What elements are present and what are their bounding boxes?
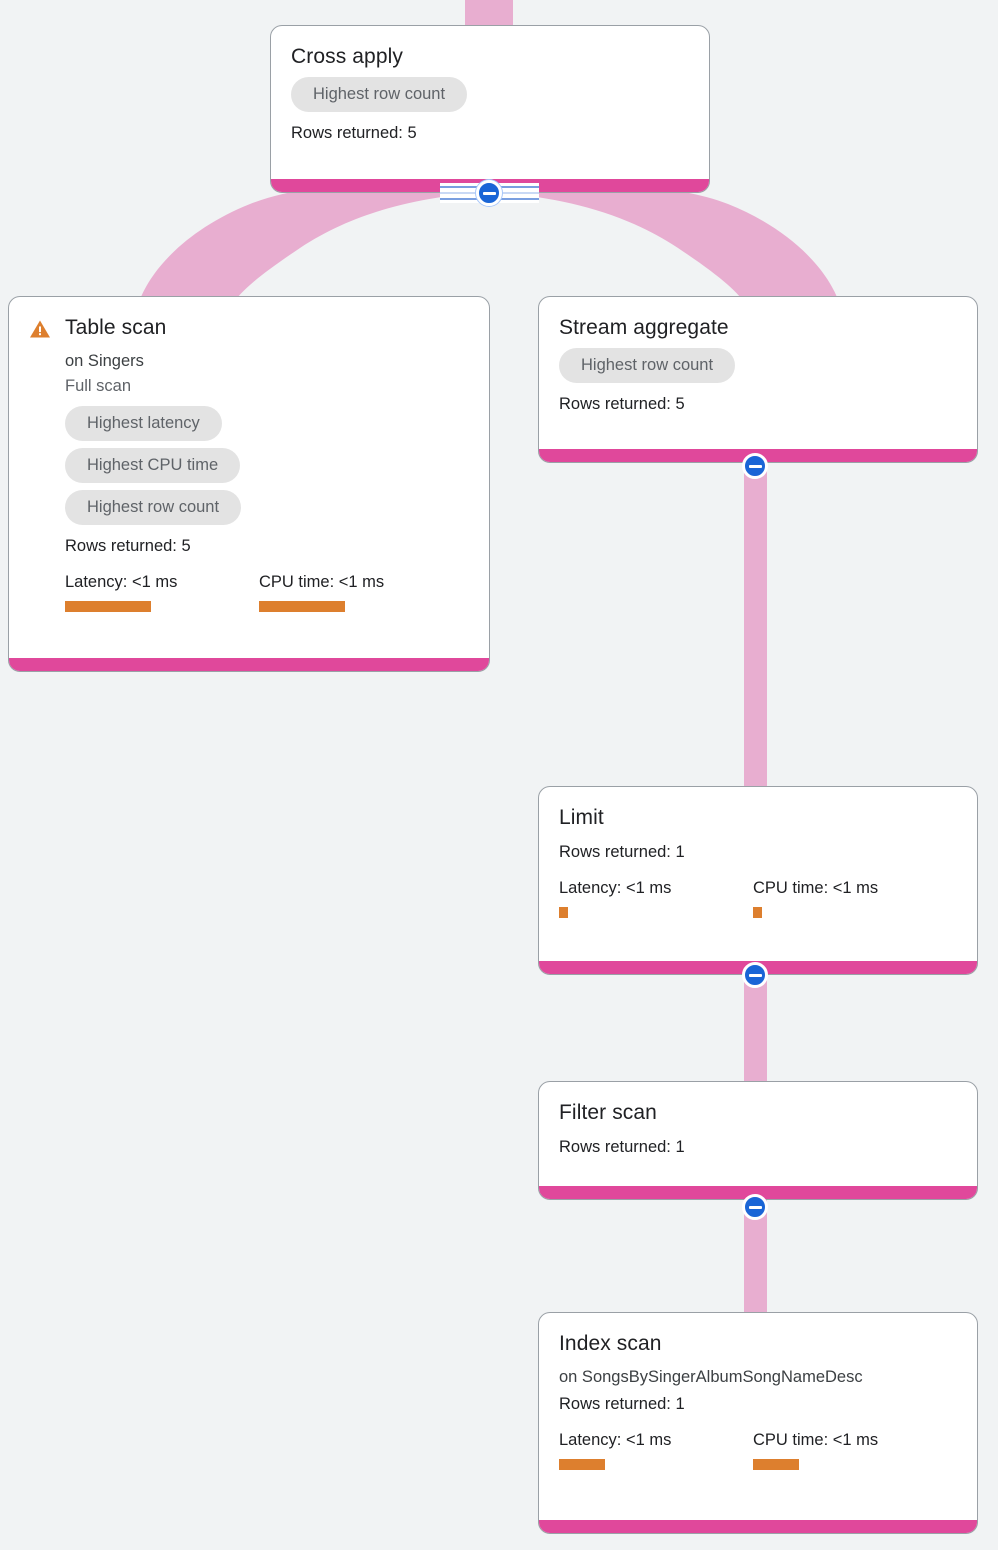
node-subtitle: on Singers <box>65 352 144 370</box>
rows-returned: Rows returned: 5 <box>291 124 417 142</box>
metric-latency-bar <box>559 1459 605 1470</box>
edge-limit-to-filterscan <box>744 968 767 1081</box>
node-header: Table scan <box>29 315 469 341</box>
metric-latency: Latency: <1 ms <box>559 878 753 918</box>
node-chips: Highest latency Highest CPU time Highest… <box>65 406 469 525</box>
node-title: Limit <box>559 806 604 829</box>
collapse-toggle-limit[interactable] <box>742 962 768 988</box>
node-accent-bar <box>539 1520 977 1533</box>
node-metrics: Latency: <1 ms CPU time: <1 ms <box>65 572 469 612</box>
rows-returned: Rows returned: 5 <box>65 537 191 555</box>
node-body: Stream aggregate Highest row count Rows … <box>539 297 977 449</box>
metric-latency: Latency: <1 ms <box>65 572 259 612</box>
collapse-toggle-stream-aggregate[interactable] <box>742 453 768 479</box>
badge-highest-row-count: Highest row count <box>559 348 736 383</box>
edge-filterscan-to-indexscan <box>744 1200 767 1312</box>
metric-cpu-time-bar <box>259 601 345 612</box>
node-body: Limit Rows returned: 1 Latency: <1 ms CP… <box>539 787 977 961</box>
node-header: Filter scan <box>559 1100 957 1126</box>
metric-latency-bar <box>65 601 151 612</box>
node-header: Limit <box>559 805 957 831</box>
node-title: Cross apply <box>291 45 403 68</box>
node-accent-bar <box>539 1186 977 1199</box>
node-index-scan[interactable]: Index scan on SongsBySingerAlbumSongName… <box>538 1312 978 1534</box>
metric-latency-bar <box>559 907 568 918</box>
collapse-toggle-cross-apply[interactable] <box>476 180 502 206</box>
node-header: Stream aggregate <box>559 315 957 341</box>
node-limit[interactable]: Limit Rows returned: 1 Latency: <1 ms CP… <box>538 786 978 975</box>
badge-highest-row-count: Highest row count <box>291 77 468 112</box>
minus-circle-icon <box>748 1205 762 1209</box>
metric-cpu-time-label: CPU time: <1 ms <box>259 573 385 591</box>
edge-root-in <box>465 0 513 26</box>
rows-returned: Rows returned: 1 <box>559 1138 685 1156</box>
node-accent-bar <box>9 658 489 671</box>
node-cross-apply[interactable]: Cross apply Highest row count Rows retur… <box>270 25 710 193</box>
node-body: Index scan on SongsBySingerAlbumSongName… <box>539 1313 977 1520</box>
metric-cpu-time-bar <box>753 907 762 918</box>
toggle-focus-stripes-right <box>489 183 539 203</box>
node-chips: Highest row count <box>559 348 957 383</box>
node-table-scan[interactable]: Table scan on Singers Full scan Highest … <box>8 296 490 672</box>
node-header: Cross apply <box>291 44 689 70</box>
metric-cpu-time-label: CPU time: <1 ms <box>753 879 879 897</box>
edge-crossapply-to-streamaggregate <box>489 182 840 305</box>
rows-returned: Rows returned: 1 <box>559 1395 685 1413</box>
node-body: Filter scan Rows returned: 1 <box>539 1082 977 1186</box>
node-filter-scan[interactable]: Filter scan Rows returned: 1 <box>538 1081 978 1200</box>
minus-circle-icon <box>748 464 762 468</box>
minus-circle-icon <box>748 973 762 977</box>
rows-returned: Rows returned: 1 <box>559 843 685 861</box>
metric-latency: Latency: <1 ms <box>559 1430 753 1470</box>
badge-highest-cpu-time: Highest CPU time <box>65 448 241 483</box>
minus-circle-icon <box>482 191 496 195</box>
badge-highest-row-count: Highest row count <box>65 490 242 525</box>
node-metrics: Latency: <1 ms CPU time: <1 ms <box>559 1430 957 1470</box>
node-detail: Full scan <box>65 377 132 395</box>
metric-latency-label: Latency: <1 ms <box>559 1431 672 1449</box>
node-details: on Singers Full scan Highest latency Hig… <box>29 349 469 612</box>
node-stream-aggregate[interactable]: Stream aggregate Highest row count Rows … <box>538 296 978 463</box>
node-header: Index scan <box>559 1331 957 1357</box>
node-title: Filter scan <box>559 1101 657 1124</box>
node-body: Cross apply Highest row count Rows retur… <box>271 26 709 179</box>
rows-returned: Rows returned: 5 <box>559 395 685 413</box>
node-body: Table scan on Singers Full scan Highest … <box>9 297 489 658</box>
metric-latency-label: Latency: <1 ms <box>65 573 178 591</box>
node-chips: Highest row count <box>291 77 689 112</box>
node-title: Index scan <box>559 1332 662 1355</box>
node-metrics: Latency: <1 ms CPU time: <1 ms <box>559 878 957 918</box>
node-title: Stream aggregate <box>559 316 729 339</box>
metric-cpu-time: CPU time: <1 ms <box>753 1430 878 1470</box>
node-subtitle: on SongsBySingerAlbumSongNameDesc <box>559 1368 863 1386</box>
metric-cpu-time-bar <box>753 1459 799 1470</box>
node-title: Table scan <box>65 316 167 339</box>
metric-cpu-time-label: CPU time: <1 ms <box>753 1431 879 1449</box>
collapse-toggle-filter-scan[interactable] <box>742 1194 768 1220</box>
metric-cpu-time: CPU time: <1 ms <box>259 572 384 612</box>
badge-highest-latency: Highest latency <box>65 406 222 441</box>
edge-streamaggregate-to-limit <box>744 466 767 786</box>
warning-triangle-icon <box>30 320 50 338</box>
metric-latency-label: Latency: <1 ms <box>559 879 672 897</box>
metric-cpu-time: CPU time: <1 ms <box>753 878 878 918</box>
edge-crossapply-to-tablescan <box>138 182 489 305</box>
